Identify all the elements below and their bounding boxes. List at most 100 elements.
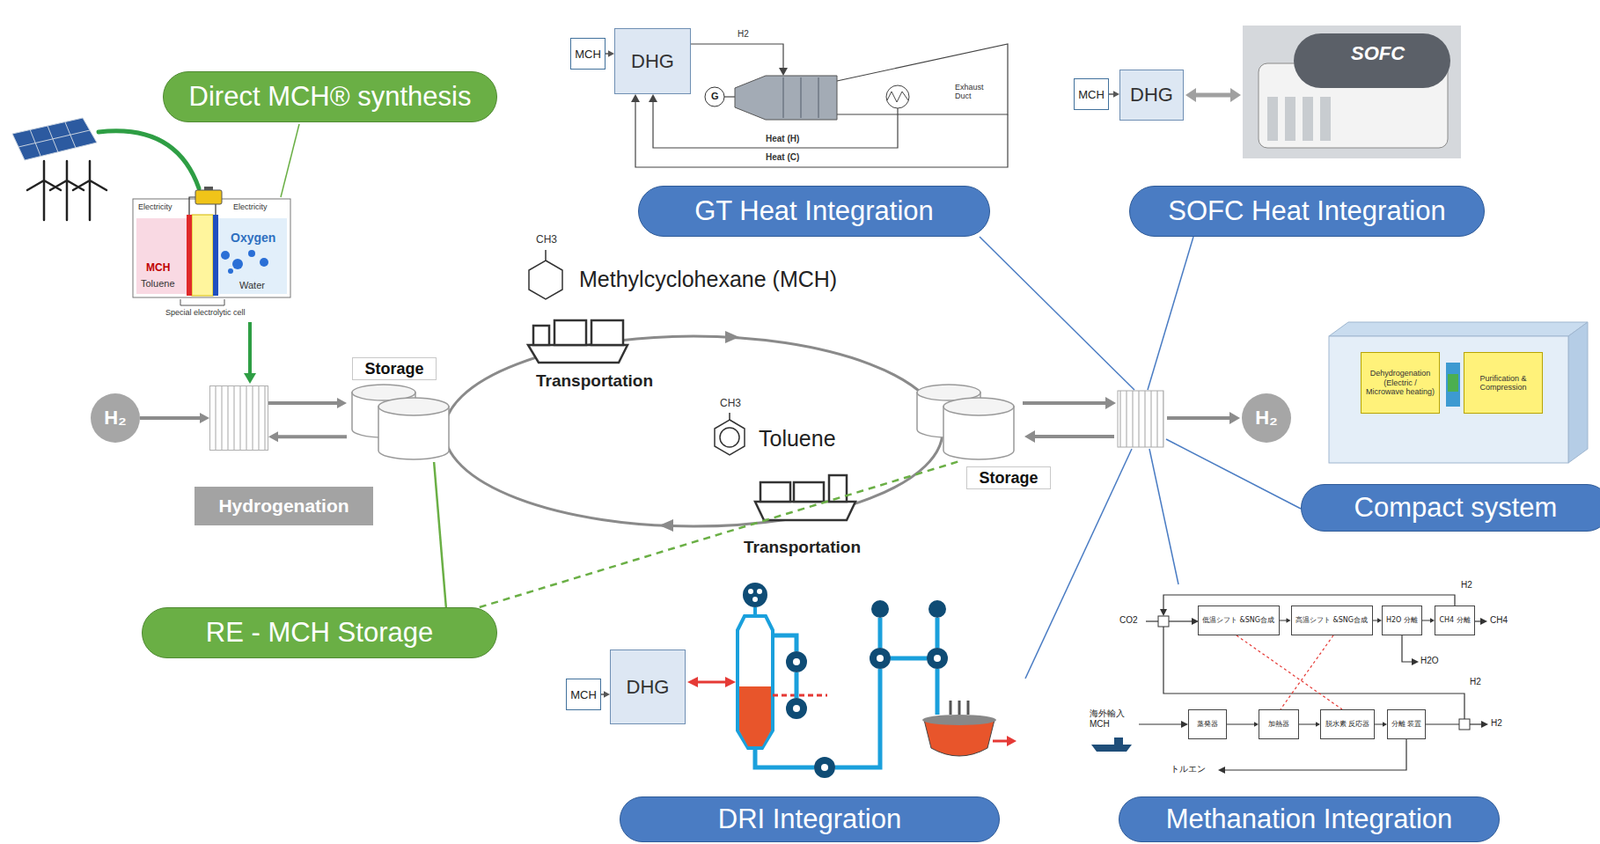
- electrolytic-cell-part: [195, 190, 222, 205]
- diagram-label: Toluene: [140, 278, 176, 290]
- node-label: DHG: [1130, 83, 1174, 107]
- transport-cycle-part-part: [793, 482, 824, 502]
- callout-pill: SOFC Heat Integration: [1129, 185, 1485, 237]
- compact-unit-part: [1568, 322, 1588, 463]
- process-box: 高温シフト &SNG合成: [1291, 605, 1373, 636]
- transport-cycle-part-part: [1166, 439, 1301, 509]
- methanation-diagram-part-part: [1181, 720, 1189, 728]
- transport-cycle-part: [352, 384, 1014, 460]
- methanation-diagram-part-part: [1469, 723, 1483, 725]
- renewable-sources-part: [12, 117, 97, 161]
- compact-unit-part: [1447, 374, 1459, 392]
- sofc-diagram-part: [1194, 93, 1233, 98]
- transport-cycle-part-part: [554, 320, 587, 345]
- methanation-diagram-part-part: [1163, 626, 1465, 720]
- connector-line: [1279, 620, 1288, 622]
- storage-tanks: Storage: [346, 385, 451, 463]
- transport-cycle-part-part: [533, 325, 550, 345]
- gas-turbine-diagram-part: [648, 94, 658, 103]
- dri-diagram-part-part: [928, 600, 947, 618]
- transport-cycle-part-part: [544, 249, 547, 261]
- diagram-label: Oxygen: [230, 230, 276, 245]
- electrolytic-cell-part: [180, 299, 225, 306]
- callout-pill: DRI Integration: [619, 796, 1000, 843]
- transport-cycle-part-part: [728, 412, 731, 420]
- dri-diagram-part: [725, 676, 736, 688]
- node-label: Dehydrogenation (Electric / Microwave he…: [1364, 368, 1437, 397]
- connector: [1372, 617, 1383, 624]
- node-label: DHG: [626, 675, 670, 699]
- gas-turbine-diagram-part: [631, 94, 640, 103]
- transport-cycle-part-part: [1149, 448, 1179, 585]
- transport-cycle-part-part: [1024, 430, 1035, 443]
- transport-cycle-part: [1022, 403, 1232, 437]
- transport-cycle-part-part: [1022, 401, 1108, 405]
- diagram-label: CO2: [1119, 615, 1138, 626]
- node-label: 蒸発器: [1196, 719, 1219, 728]
- node-label: CH4 分離: [1438, 616, 1470, 624]
- node-label: GT Heat Integration: [694, 195, 934, 228]
- dri-diagram-part-part: [794, 672, 800, 698]
- arrowhead: [608, 50, 615, 58]
- electrolytic-cell-part: [132, 198, 291, 298]
- dri-diagram: [687, 582, 1017, 778]
- electrolytic-cell-part: [212, 214, 219, 296]
- dri-diagram-part-part: [792, 704, 800, 712]
- diagram-label: Transportation: [741, 537, 864, 558]
- transport-cycle-part-part: [528, 260, 563, 300]
- dri-diagram-part: [785, 600, 948, 778]
- node-caption: Hydrogenation: [194, 486, 374, 526]
- dri-diagram-part-part: [772, 635, 797, 652]
- diagram-label: CH3: [719, 397, 742, 411]
- diagram-label: H2: [1490, 718, 1503, 729]
- node-label: Methanation Integration: [1166, 803, 1454, 836]
- diagram-label: SOFC: [1350, 42, 1405, 65]
- connector: [1299, 721, 1321, 727]
- node-label: MCH: [1078, 88, 1105, 102]
- diagram-label: G: [711, 90, 720, 103]
- callout-pill: Compact system: [1300, 484, 1600, 532]
- dri-diagram-part: [756, 588, 763, 595]
- diagram-label: Electricity: [138, 202, 173, 212]
- transport-cycle-part-part: [378, 397, 449, 416]
- dri-diagram-part-part: [814, 756, 836, 778]
- hydrogen-circle: H₂: [90, 393, 140, 443]
- connector-line: [1374, 724, 1384, 726]
- arrowhead: [199, 412, 210, 424]
- connector: [139, 412, 210, 424]
- dri-diagram-part-part: [880, 617, 938, 648]
- dri-diagram-part: [687, 676, 698, 688]
- transport-cycle-part-part: [714, 419, 745, 456]
- electrolytic-cell-part: [186, 214, 192, 296]
- hydrogenation-unit: Hydrogenation: [209, 385, 269, 451]
- connector-line: [1299, 724, 1317, 726]
- node-label: MCH: [570, 688, 597, 702]
- storage-tanks: Storage: [915, 385, 1021, 462]
- transport-cycle-part-part: [1166, 416, 1232, 420]
- gas-turbine-diagram-part-part: [836, 44, 1008, 115]
- diagram-label: 海外輸入 MCH: [1089, 708, 1136, 729]
- methanation-diagram-part-part: [1423, 723, 1460, 725]
- connector: [1422, 617, 1435, 624]
- dri-diagram-part: [752, 596, 758, 602]
- transport-cycle-part-part: [1105, 396, 1116, 410]
- electrolytic-cell-part: [243, 373, 257, 384]
- sofc-diagram-part: [1284, 96, 1296, 141]
- methanation-diagram-part: [1114, 737, 1123, 745]
- sofc-diagram: [1185, 25, 1461, 159]
- dri-diagram-part-part: [792, 658, 800, 666]
- electrolytic-cell-part-part: [220, 250, 230, 260]
- node-caption: Storage: [352, 357, 437, 381]
- methanation-diagram-part: [1091, 744, 1132, 752]
- node-label: H₂: [1255, 406, 1278, 430]
- sofc-diagram-part: [1185, 88, 1197, 103]
- compact-unit: [1328, 322, 1588, 463]
- node-label: MCH: [574, 47, 602, 61]
- gas-turbine-diagram-part: [734, 75, 837, 120]
- connector: [1108, 90, 1120, 98]
- transport-cycle-part: [1117, 390, 1164, 448]
- connector: [605, 50, 615, 58]
- node-label: 脱水素 反応器: [1325, 719, 1371, 728]
- callout-pill: Direct MCH® synthesis: [162, 71, 498, 123]
- connector-line: [479, 461, 961, 608]
